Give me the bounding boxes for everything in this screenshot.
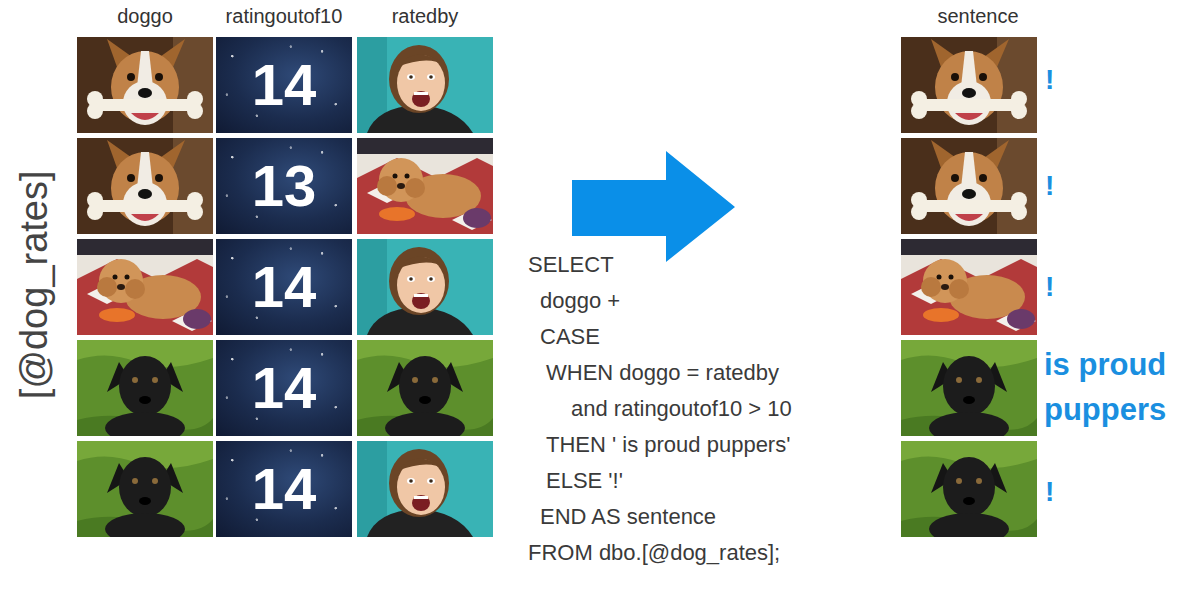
table-name: [@dog_rates] xyxy=(11,171,57,400)
dog-photo xyxy=(901,441,1037,545)
dog-photo xyxy=(901,37,1037,133)
person-photo xyxy=(357,37,493,133)
dog-photo xyxy=(77,239,213,335)
column-header: ratedby xyxy=(392,4,459,28)
sql-line: WHEN doggo = ratedby xyxy=(546,360,779,386)
dog-photo xyxy=(77,340,213,444)
column-header: ratingoutof10 xyxy=(226,4,343,28)
sql-line: THEN ' is proud puppers' xyxy=(546,432,790,458)
big-arrow xyxy=(572,151,735,262)
ratedby-column xyxy=(357,37,493,537)
rating-number: 13 xyxy=(252,157,317,215)
sql-line: SELECT xyxy=(528,252,614,278)
result-text: ! xyxy=(1045,169,1054,203)
dog-photo xyxy=(77,37,213,133)
rating-number: 14 xyxy=(252,460,317,518)
result-text: is proud puppers xyxy=(1044,343,1174,433)
sql-line: doggo + xyxy=(540,288,620,314)
result-text: ! xyxy=(1045,63,1054,97)
person-photo xyxy=(357,239,493,335)
dog-photo xyxy=(357,340,493,444)
rating-number: 14 xyxy=(252,359,317,417)
dog-photo xyxy=(901,340,1037,444)
rating-tile: 14 xyxy=(216,239,352,335)
sql-line: END AS sentence xyxy=(540,504,716,530)
result-text: ! xyxy=(1045,270,1054,304)
rating-tile: 13 xyxy=(216,138,352,234)
dog-photo xyxy=(77,138,213,234)
sql-line: FROM dbo.[@dog_rates]; xyxy=(528,540,780,566)
rating-tile: 14 xyxy=(216,441,352,537)
doggo-column xyxy=(77,37,213,545)
dog-photo xyxy=(901,239,1037,335)
rating-tile: 14 xyxy=(216,340,352,436)
rating-number: 14 xyxy=(252,258,317,316)
column-header: doggo xyxy=(117,4,173,28)
rating-tile: 14 xyxy=(216,37,352,133)
sentence-column xyxy=(901,37,1037,545)
dog-photo xyxy=(901,138,1037,234)
sql-line: ELSE '!' xyxy=(546,468,623,494)
person-photo xyxy=(357,441,493,537)
column-header: sentence xyxy=(937,4,1018,28)
dog-photo xyxy=(357,138,493,234)
sql-line: CASE xyxy=(540,324,600,350)
sql-line: and ratingoutof10 > 10 xyxy=(571,396,792,422)
dog-photo xyxy=(77,441,213,545)
result-text: ! xyxy=(1045,475,1054,509)
rating-number: 14 xyxy=(252,56,317,114)
